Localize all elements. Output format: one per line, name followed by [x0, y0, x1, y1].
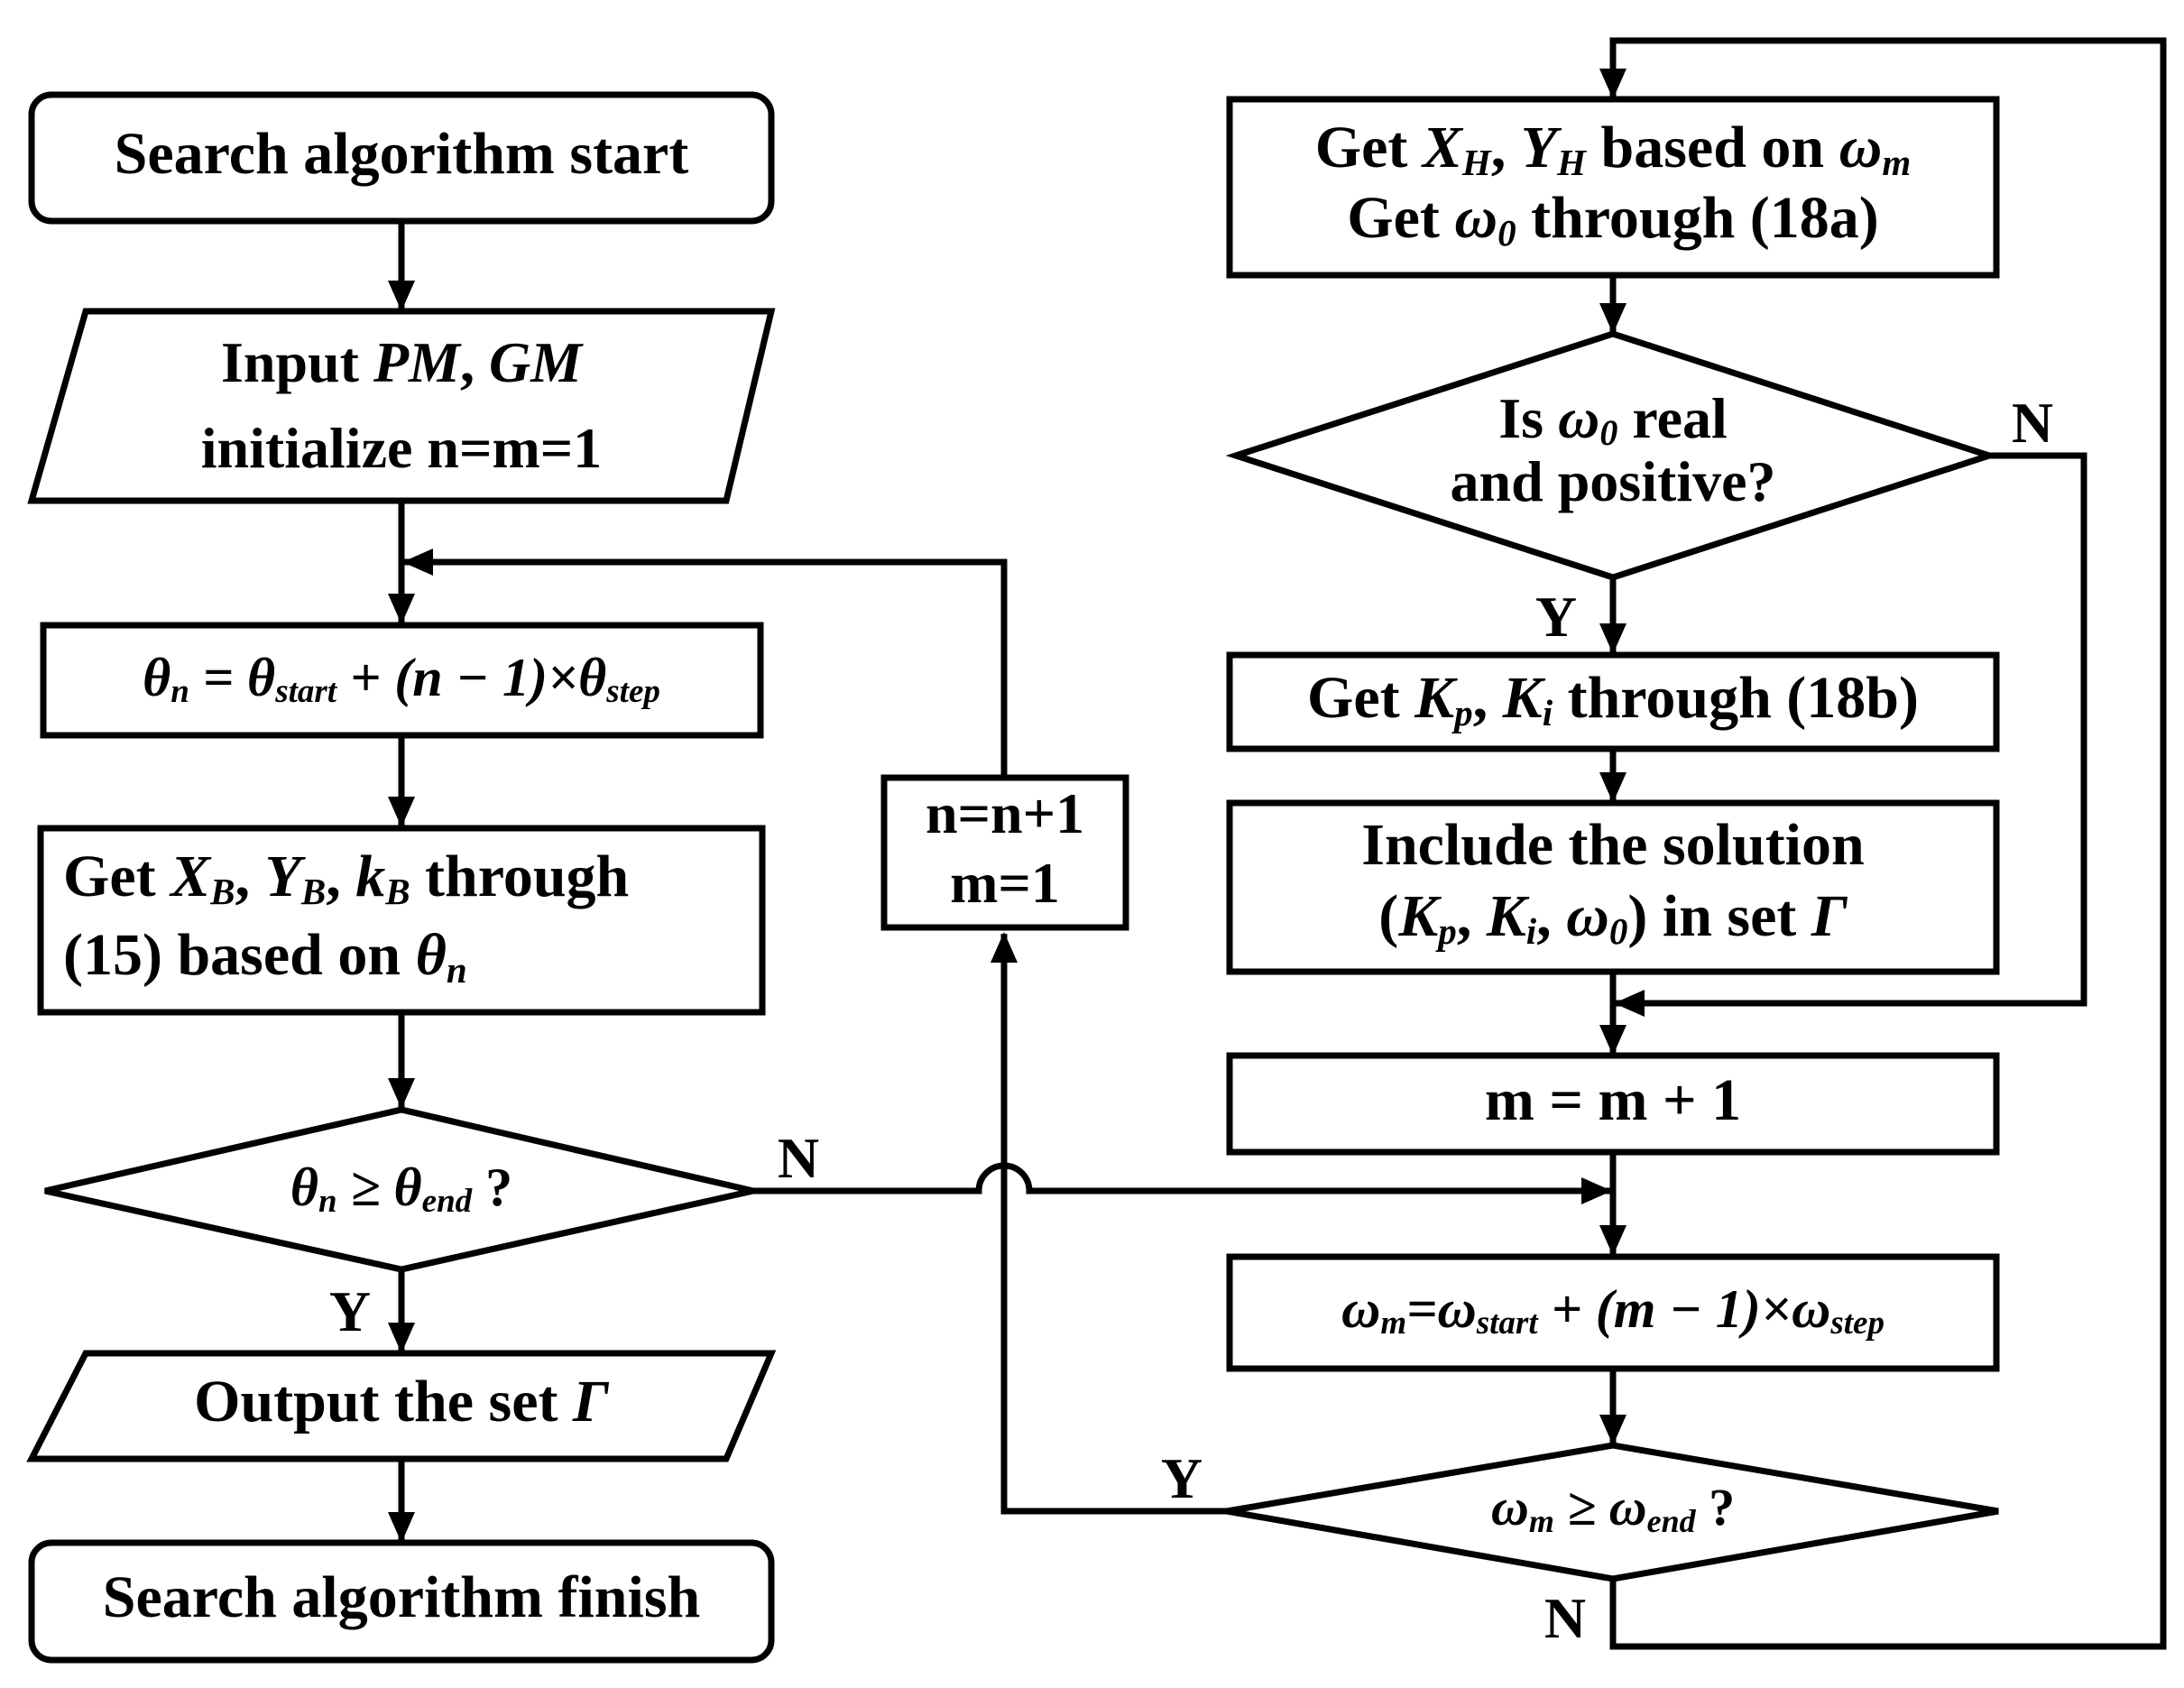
- arrow-dec1-no-to-omega: [753, 1162, 1612, 1204]
- include-text-line-1: Include the solution: [1361, 812, 1864, 878]
- getxh-text-line-1: Get XH, YH based on ωm: [1315, 115, 1912, 183]
- dec3-diamond: [1226, 1442, 1999, 1582]
- arrow-incn-to-theta: [402, 549, 1008, 778]
- connectors: [388, 37, 2167, 1650]
- include-text: Include the solution(Kp, Ki, ω0) in set …: [1361, 812, 1864, 952]
- incm-process: [1226, 1052, 2000, 1156]
- dec2-text-line-2: and positive?: [1451, 449, 1776, 513]
- input-text-line-2: initialize n=m=1: [201, 416, 602, 480]
- incn-text-line-2: m=1: [950, 851, 1060, 915]
- dec1-text: θn ≥ θend ?: [290, 1158, 512, 1221]
- output-parallelogram: [26, 1350, 777, 1462]
- include-process: [1226, 799, 2000, 975]
- input-text-line-1: Input PM, GM: [221, 330, 584, 394]
- arrow-dec2-no-to-join: [1614, 452, 2087, 1017]
- include-text-line-2: (Kp, Ki, ω0) in set Γ: [1378, 883, 1848, 952]
- getxh-process: [1226, 96, 2000, 279]
- dec1-yes-label: Y: [329, 1279, 371, 1343]
- omega-text-line-1: ωm=ωstart + (m − 1)×ωstep: [1341, 1279, 1885, 1342]
- dec1-no-label: N: [778, 1126, 819, 1190]
- arrow-dec3-yes-to-incn: [991, 932, 1227, 1515]
- finish-terminal: [28, 1539, 775, 1664]
- getxb-text-line-2: (15) based on θn: [63, 922, 467, 991]
- branch-labels: N Y N Y Y N: [329, 391, 2053, 1650]
- start-terminal: [28, 91, 775, 225]
- input-parallelogram: [27, 308, 776, 504]
- dec3-text: ωm ≥ ωend ?: [1491, 1478, 1735, 1539]
- incm-text: m = m + 1: [1485, 1067, 1741, 1133]
- arrow-dec3-no-to-getxh: [1599, 37, 2167, 1650]
- theta-text-line-1: θn = θstart + (n − 1)×θstep: [143, 648, 660, 711]
- dec2-yes-label: Y: [1535, 585, 1577, 649]
- getkp-text: Get Kp, Ki through (18b): [1307, 665, 1919, 733]
- finish-text: Search algorithm finish: [103, 1564, 700, 1630]
- omega-text: ωm=ωstart + (m − 1)×ωstep: [1341, 1279, 1885, 1342]
- omega-process: [1226, 1253, 2000, 1372]
- getxb-text: Get XB, YB, kB through (15) based on θn: [63, 844, 629, 991]
- getkp-process: [1226, 651, 2000, 752]
- theta-process: [40, 622, 764, 739]
- dec3-yes-label: Y: [1161, 1446, 1203, 1510]
- dec2-no-label: N: [2012, 391, 2053, 455]
- getxb-process: [37, 825, 766, 1016]
- getxh-text-line-2: Get ω0 through (18a): [1347, 185, 1879, 254]
- output-text: Output the set Γ: [194, 1369, 610, 1434]
- incn-text: n=n+1m=1: [926, 781, 1084, 915]
- dec2-text-line-1: Is ω0 real: [1498, 386, 1728, 454]
- output-text-line-1: Output the set Γ: [194, 1369, 610, 1434]
- input-text: Input PM, GM initialize n=m=1: [201, 330, 602, 480]
- start-text: Search algorithm start: [115, 121, 689, 187]
- getkp-text-line-1: Get Kp, Ki through (18b): [1307, 665, 1919, 733]
- dec2-diamond: [1225, 330, 2000, 581]
- theta-text: θn = θstart + (n − 1)×θstep: [143, 648, 660, 711]
- node-texts: Search algorithm start Search algorithm …: [63, 115, 1919, 1630]
- dec3-text-line-1: ωm ≥ ωend ?: [1491, 1478, 1735, 1539]
- dec3-no-label: N: [1544, 1586, 1586, 1650]
- incn-text-line-1: n=n+1: [926, 781, 1084, 845]
- incn-process: [880, 774, 1129, 931]
- getxb-text-line-1: Get XB, YB, kB through: [63, 844, 629, 912]
- dec1-text-line-1: θn ≥ θend ?: [290, 1158, 512, 1221]
- dec1-diamond: [44, 1106, 754, 1273]
- shapes: [26, 91, 2000, 1664]
